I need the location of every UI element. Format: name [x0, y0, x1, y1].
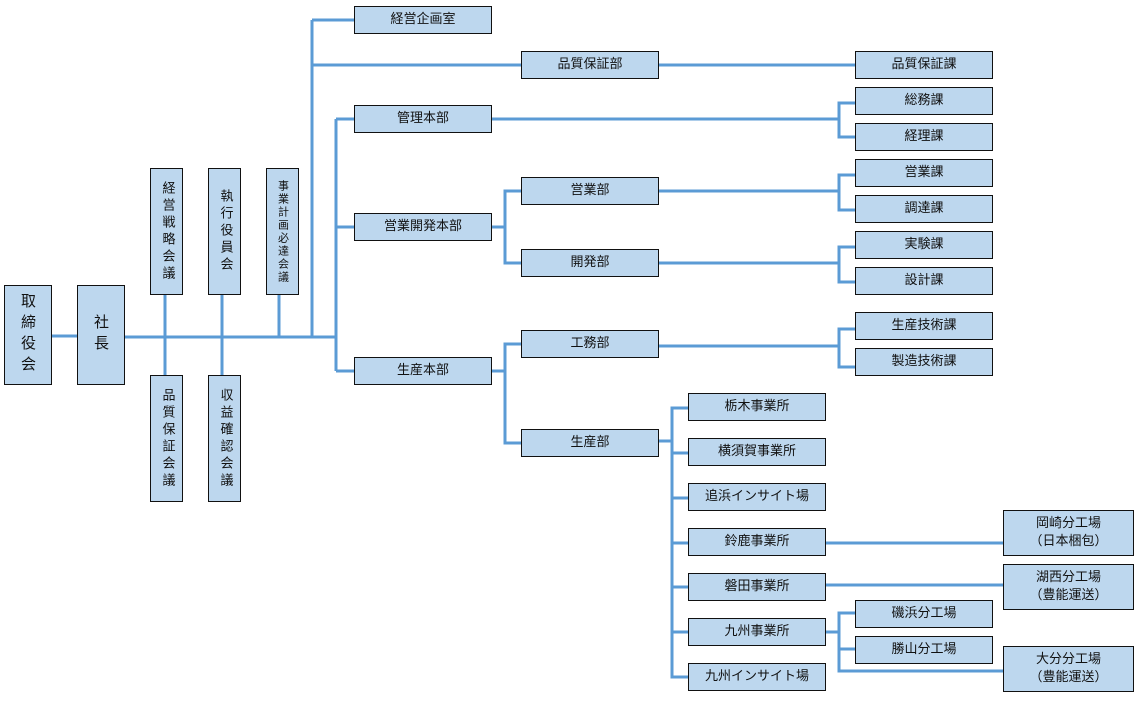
production-hq-box[interactable]: 生産本部	[354, 357, 492, 385]
design-section-box[interactable]: 設計課	[855, 267, 993, 295]
president-box[interactable]: 社長	[77, 285, 125, 385]
oppama-insite-box[interactable]: 追浜インサイト場	[688, 483, 826, 511]
procurement-section-box[interactable]: 調達課	[855, 195, 993, 223]
testing-section-box[interactable]: 実験課	[855, 231, 993, 259]
quality-assurance-section-box[interactable]: 品質保証課	[855, 51, 993, 79]
business-plan-meeting-box[interactable]: 事業計画必達会議	[266, 168, 299, 295]
okazaki-branch-factory-box[interactable]: 岡崎分工場 （日本梱包）	[1003, 510, 1134, 556]
connector	[837, 327, 855, 369]
kyushu-site-box[interactable]: 九州事業所	[688, 618, 826, 646]
oita-branch-factory-box[interactable]: 大分分工場 （豊能運送）	[1003, 646, 1134, 692]
connector	[837, 101, 855, 139]
connector	[503, 189, 521, 265]
suzuka-site-box[interactable]: 鈴鹿事業所	[688, 528, 826, 556]
katsuyama-branch-factory-box[interactable]: 勝山分工場	[855, 636, 993, 664]
connector	[837, 245, 855, 284]
connector	[837, 173, 855, 212]
isohama-branch-factory-box[interactable]: 磯浜分工場	[855, 600, 993, 628]
profit-review-meeting-box[interactable]: 収益確認会議	[208, 375, 241, 502]
kyushu-insite-box[interactable]: 九州インサイト場	[688, 663, 826, 691]
production-engineering-section-box[interactable]: 生産技術課	[855, 312, 993, 340]
yokosuka-site-box[interactable]: 横須賀事業所	[688, 438, 826, 466]
board-of-directors-box[interactable]: 取締役会	[4, 285, 52, 385]
quality-assurance-dept-box[interactable]: 品質保証部	[521, 51, 659, 79]
general-affairs-section-box[interactable]: 総務課	[855, 87, 993, 115]
administration-hq-box[interactable]: 管理本部	[354, 105, 492, 133]
connector	[837, 611, 1003, 673]
development-dept-box[interactable]: 開発部	[521, 249, 659, 277]
sales-dept-box[interactable]: 営業部	[521, 177, 659, 205]
quality-assurance-meeting-box[interactable]: 品質保証会議	[150, 375, 183, 502]
corporate-planning-office-box[interactable]: 経営企画室	[354, 6, 492, 34]
accounting-section-box[interactable]: 経理課	[855, 123, 993, 151]
connector	[503, 342, 521, 445]
production-dept-box[interactable]: 生産部	[521, 429, 659, 457]
engineering-dept-box[interactable]: 工務部	[521, 330, 659, 358]
executive-officers-meeting-box[interactable]: 執行役員会	[208, 168, 241, 295]
sales-section-box[interactable]: 営業課	[855, 159, 993, 187]
tochigi-site-box[interactable]: 栃木事業所	[688, 393, 826, 421]
kosai-branch-factory-box[interactable]: 湖西分工場 （豊能運送）	[1003, 564, 1134, 610]
sales-development-hq-box[interactable]: 営業開発本部	[354, 213, 492, 241]
management-strategy-meeting-box[interactable]: 経営戦略会議	[150, 168, 183, 295]
iwata-site-box[interactable]: 磐田事業所	[688, 573, 826, 601]
manufacturing-engineering-section-box[interactable]: 製造技術課	[855, 348, 993, 376]
